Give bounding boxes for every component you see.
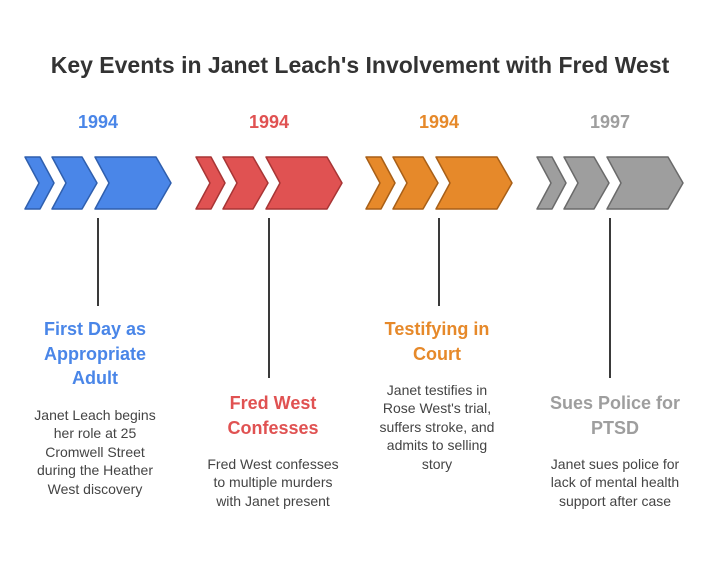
- event-3-description-line: Janet testifies in: [386, 382, 488, 398]
- event-3-description-line: suffers stroke, and: [379, 418, 495, 435]
- event-1-chevrons: [24, 156, 172, 210]
- event-4-description-line: lack of mental health: [550, 474, 680, 491]
- event-1-heading-line: Adult: [72, 368, 118, 388]
- event-3-year: 1994: [418, 112, 460, 132]
- event-4-chevron-small: [536, 156, 567, 210]
- event-3-chevron-medium: [392, 156, 439, 210]
- event-3-description-line: Rose West's trial,: [382, 400, 492, 417]
- event-4-year: 1997: [589, 112, 631, 132]
- event-4-chevron-large: [606, 156, 684, 210]
- event-1-description-line: during the Heather: [37, 462, 153, 479]
- event-1-description-line: Janet Leach begins: [34, 407, 156, 423]
- event-4-heading-line: Sues Police for: [549, 393, 681, 413]
- event-1-heading: First Day as Appropriate Adult: [10, 317, 180, 391]
- event-2-heading: Fred West Confesses: [188, 391, 358, 440]
- event-1-description-line: her role at 25: [53, 425, 137, 442]
- event-4-description: Janet sues police for lack of mental hea…: [530, 455, 700, 510]
- event-4-description-line: support after case: [558, 492, 672, 509]
- event-2-description-line: with Janet present: [216, 492, 330, 509]
- event-1-description-line: Cromwell Street: [45, 443, 145, 460]
- event-2-chevron-small: [195, 156, 226, 210]
- event-2-chevron-medium: [222, 156, 269, 210]
- event-1-heading-line: Appropriate: [43, 343, 146, 364]
- event-1-description-line: West discovery: [47, 480, 143, 497]
- event-2-chevrons: [195, 156, 343, 210]
- event-4-chevron-medium: [563, 156, 610, 210]
- event-1-connector: [97, 218, 99, 306]
- event-3-connector: [438, 218, 440, 306]
- event-3-heading-line: Court: [413, 343, 461, 364]
- event-1-description: Janet Leach begins her role at 25 Cromwe…: [10, 406, 180, 498]
- event-1-year: 1994: [77, 112, 119, 132]
- event-2-year: 1994: [248, 112, 290, 132]
- event-3-chevron-small: [365, 156, 396, 210]
- event-4-connector: [609, 218, 611, 378]
- event-2-chevron-large: [265, 156, 343, 210]
- event-2-heading-line: Confesses: [227, 417, 319, 438]
- event-3-chevron-large: [435, 156, 513, 210]
- event-4-heading: Sues Police for PTSD: [530, 391, 700, 440]
- event-2-description-line: to multiple murders: [213, 474, 333, 491]
- event-3-chevrons: [365, 156, 513, 210]
- event-4-description-line: Janet sues police for: [550, 456, 680, 472]
- event-3-description: Janet testifies in Rose West's trial, su…: [352, 381, 522, 473]
- event-1-chevron-medium: [51, 156, 98, 210]
- event-3-description-line: story: [421, 455, 453, 472]
- event-3-heading: Testifying in Court: [352, 317, 522, 366]
- event-2-description: Fred West confesses to multiple murders …: [188, 455, 358, 510]
- event-1-chevron-small: [24, 156, 55, 210]
- event-1-heading-line: First Day as: [43, 319, 147, 339]
- event-2-connector: [268, 218, 270, 378]
- event-2-description-line: Fred West confesses: [207, 456, 339, 472]
- diagram-title: Key Events in Janet Leach's Involvement …: [50, 52, 670, 78]
- event-2-heading-line: Fred West: [229, 393, 317, 413]
- event-3-heading-line: Testifying in: [384, 319, 490, 339]
- event-4-heading-line: PTSD: [590, 417, 639, 438]
- event-1-chevron-large: [94, 156, 172, 210]
- event-4-chevrons: [536, 156, 684, 210]
- event-3-description-line: admits to selling: [386, 437, 488, 454]
